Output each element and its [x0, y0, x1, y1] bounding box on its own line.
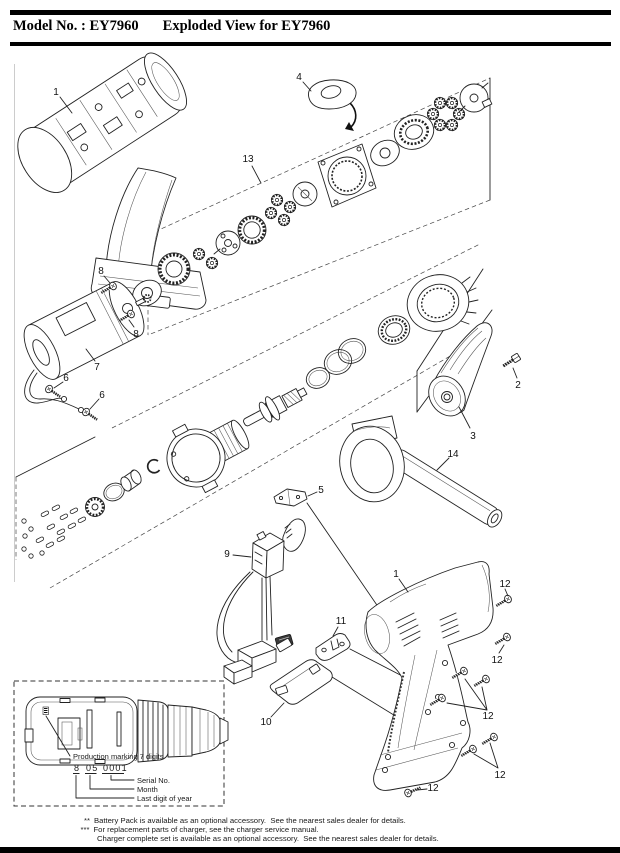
housing-right-half: [364, 561, 515, 800]
view-title-label: Exploded View for EY7960: [162, 18, 331, 34]
footnote-asterisks: ***: [80, 824, 90, 834]
side-handle-part14: [339, 415, 503, 528]
part-label: 1: [53, 87, 59, 98]
marking-digit-serial: 0001: [103, 763, 128, 773]
serial-no-label: Serial No.: [137, 776, 170, 785]
page-title: Model No. : EY7960 Exploded View for EY79…: [13, 18, 330, 35]
footnote-asterisks: **: [84, 815, 90, 825]
month-label: Month: [137, 785, 158, 794]
part-label: 9: [224, 549, 230, 560]
switch-cap-part4: [308, 79, 357, 131]
gear-train-part13: [132, 82, 493, 307]
part-label: 12: [491, 655, 503, 666]
drill-top-view: [24, 696, 229, 766]
part-label: 5: [318, 485, 324, 496]
gearbox-clutch-train: [85, 274, 479, 517]
plate-part11: [315, 633, 351, 661]
part-label: 2: [515, 380, 521, 391]
part-label: 8: [133, 329, 139, 340]
part-label: 10: [260, 717, 272, 728]
part-label: 7: [94, 362, 100, 373]
header-rule-top: [10, 10, 611, 15]
footnote-text: For replacement parts of charger, see th…: [93, 824, 319, 834]
part-label: 8: [98, 266, 104, 277]
screw-part2: [502, 353, 521, 368]
part-label: 1: [393, 569, 399, 580]
motor-part7: [23, 279, 152, 425]
model-number-label: Model No. : EY7960: [13, 18, 139, 34]
plate-part10: [269, 637, 333, 705]
part-label: 6: [99, 390, 105, 401]
page-bottom-rule: [0, 847, 620, 853]
screw-part6: [42, 382, 64, 402]
part-label: 4: [296, 72, 302, 83]
footnote-charger: ***For replacement parts of charger, see…: [81, 825, 319, 834]
part-label: 14: [447, 449, 459, 460]
part-label: 11: [336, 616, 347, 627]
chuck-part3: [428, 322, 493, 417]
part-label: 6: [63, 373, 69, 384]
footnote-battery: **Battery Pack is available as an option…: [84, 816, 406, 825]
clip-part5: [273, 488, 308, 507]
marking-digit-year: 8: [74, 763, 80, 773]
switch-assembly-part9: [216, 518, 306, 685]
marking-digit-month: 05: [86, 763, 98, 773]
part-label: 12: [482, 711, 494, 722]
production-marking-inset: Production marking 7 digits 8 05 0001 Se…: [13, 680, 229, 807]
part-labels: 1 4 13 8 8 7 6 6 2 3 14 5 9 11 10 1 12 1…: [53, 72, 521, 794]
part-label: 12: [427, 783, 439, 794]
inset-border: [13, 680, 225, 807]
footnote-text: Battery Pack is available as an optional…: [93, 815, 406, 825]
part-label: 12: [494, 770, 506, 781]
part-label: 13: [242, 154, 254, 165]
production-marking-label: Production marking 7 digits: [73, 752, 164, 761]
footnote-text: Charger complete set is available as an …: [97, 833, 439, 843]
motor-lead-wires: [24, 369, 85, 414]
footnote-charger-set: Charger complete set is available as an …: [97, 834, 439, 843]
part-label: 3: [470, 431, 476, 442]
small-parts-cluster: [21, 504, 87, 559]
year-label: Last digit of year: [137, 794, 193, 803]
header-rule-bottom: [10, 42, 611, 46]
part-label: 12: [499, 579, 511, 590]
